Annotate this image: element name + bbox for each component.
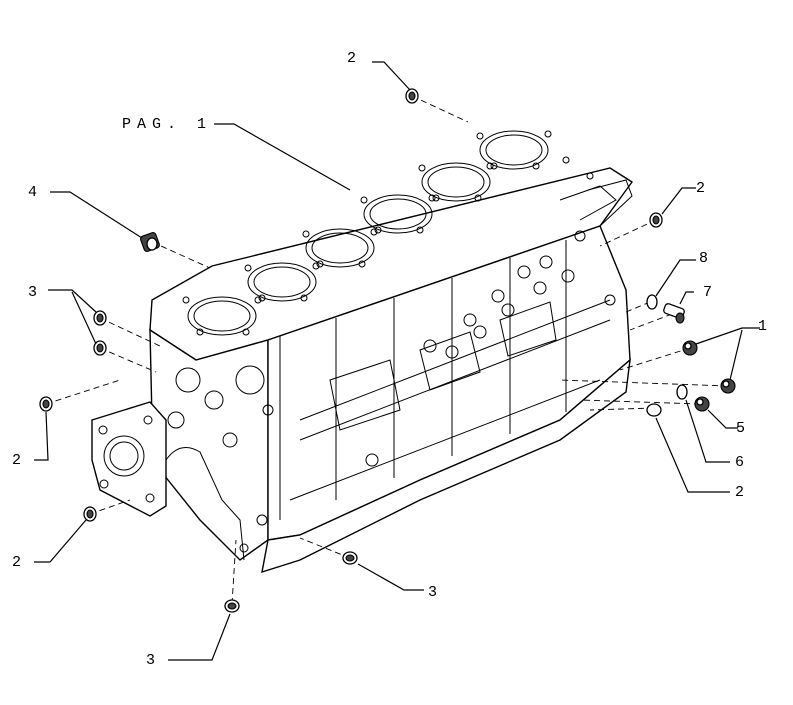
callout-2-lower-right: 2 [735, 484, 744, 501]
loose-parts [39, 88, 736, 613]
cylinder-bores [187, 130, 549, 336]
engine-block [91, 130, 634, 574]
callout-labels: PAG. 1 2 4 3 2 2 3 3 2 8 7 1 5 6 2 [12, 50, 767, 669]
callout-7: 7 [703, 284, 712, 301]
callout-5: 5 [736, 420, 745, 437]
washer-6 [676, 384, 688, 400]
callout-1: 1 [758, 318, 767, 335]
callout-3-left: 3 [28, 284, 37, 301]
head-bolt-holes [182, 130, 594, 336]
callout-2-top: 2 [347, 50, 356, 67]
callout-3-middle: 3 [428, 584, 437, 601]
callout-6: 6 [735, 454, 744, 471]
leader-lines [34, 61, 760, 661]
side-bosses [239, 230, 616, 553]
front-face-openings [167, 365, 265, 448]
callout-8: 8 [699, 250, 708, 267]
fitting-7 [663, 303, 685, 324]
callout-3-bottom: 3 [146, 652, 155, 669]
washer-8 [646, 294, 658, 310]
plug-4 [140, 232, 160, 252]
callout-2-lower-left: 2 [12, 554, 21, 571]
callout-2-left: 2 [12, 452, 21, 469]
callout-2-right-upper: 2 [696, 180, 705, 197]
assembly-lines [45, 95, 729, 605]
side-ribs [279, 179, 633, 520]
reference-label-pag1: PAG. 1 [122, 116, 212, 133]
plug-2-lower-right [646, 403, 662, 417]
callout-4: 4 [28, 184, 37, 201]
